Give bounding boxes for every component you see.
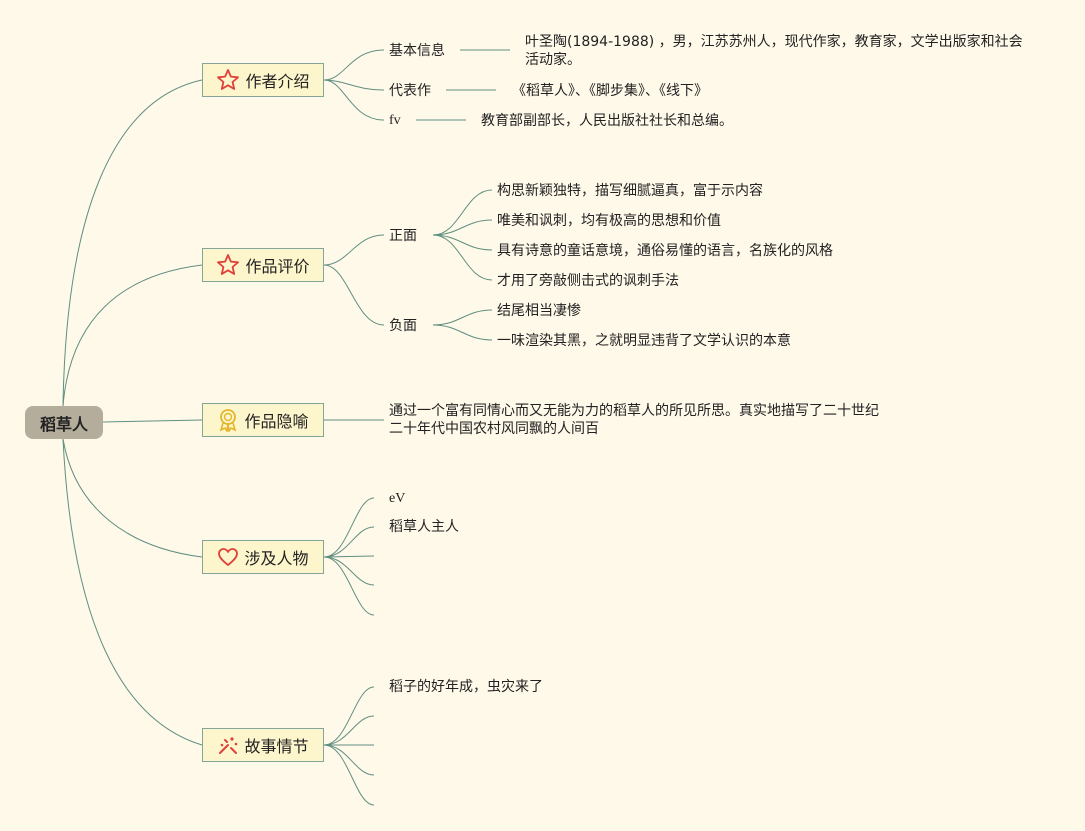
positive-item[interactable]: 唯美和讽刺，均有极高的思想和价值 [497,213,721,229]
root-label: 稻草人 [39,414,88,434]
star-icon [217,69,240,90]
negative-item[interactable]: 一味渲染其黑，之就明显违背了文学认识的本意 [497,333,791,349]
positive-item[interactable]: 才用了旁敲侧击式的讽刺手法 [497,273,679,289]
character-item[interactable]: eV [389,491,406,506]
topic-work-review[interactable]: 作品评价 [202,248,324,282]
topic-label: 作品隐喻 [244,412,309,431]
sparkle-icon [219,737,238,754]
branch-negative[interactable]: 负面 [389,318,417,334]
topic-author-intro[interactable]: 作者介绍 [202,63,324,97]
branch-positive[interactable]: 正面 [389,228,417,244]
plot-item[interactable]: 稻子的好年成，虫灾来了 [389,679,543,695]
topic-label: 作品评价 [245,257,310,276]
positive-item[interactable]: 具有诗意的童话意境，通俗易懂的语言，名族化的风格 [497,243,833,259]
character-item[interactable]: 稻草人主人 [389,519,459,535]
representative-works-text[interactable]: 《稻草人》、《脚步集》、《线下》 [512,83,708,99]
negative-item[interactable]: 结尾相当凄惨 [497,303,581,319]
medal-icon [220,409,237,432]
heart-icon [218,548,239,566]
topic-label: 涉及人物 [244,549,309,568]
branch-fv[interactable]: fv [389,113,401,128]
root-node[interactable]: 稻草人 [25,406,103,439]
topic-label: 故事情节 [244,737,309,756]
positive-item[interactable]: 构思新颖独特，描写细腻逼真，富于示内容 [497,183,763,199]
topic-work-metaphor[interactable]: 作品隐喻 [202,403,324,437]
branch-basic-info[interactable]: 基本信息 [389,43,445,59]
topic-label: 作者介绍 [245,72,310,91]
topic-plot[interactable]: 故事情节 [202,728,324,762]
fv-text[interactable]: 教育部副部长，人民出版社社长和总编。 [481,113,733,129]
star-icon [217,254,240,275]
topic-characters[interactable]: 涉及人物 [202,540,324,574]
basic-info-text[interactable]: 叶圣陶(1894-1988) ，男，江苏苏州人，现代作家，教育家，文学出版家和社… [525,34,1023,68]
metaphor-text[interactable]: 通过一个富有同情心而又无能为力的稻草人的所见所思。真实地描写了二十世纪二十年代中… [389,403,879,437]
branch-representative-works[interactable]: 代表作 [389,83,431,99]
